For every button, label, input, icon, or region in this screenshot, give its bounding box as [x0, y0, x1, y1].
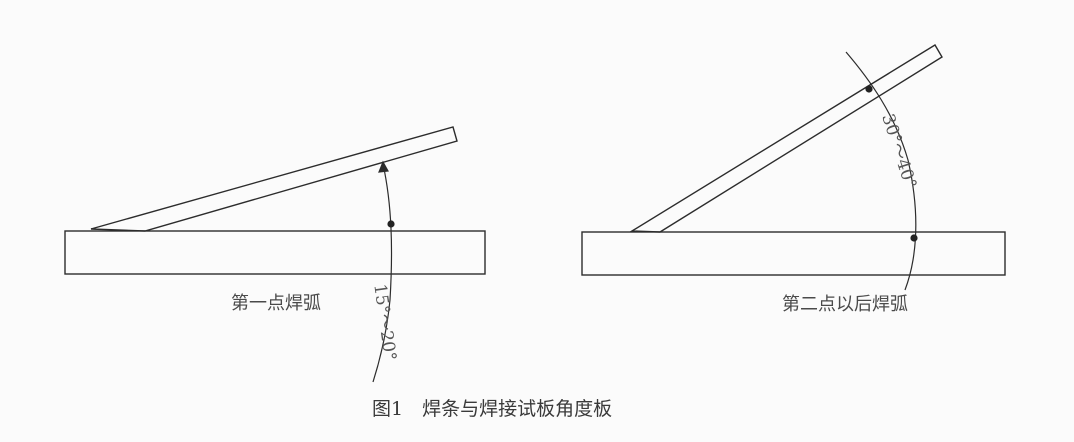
left-figure-caption: 第一点焊弧 — [231, 293, 321, 314]
left-angle-vertex-dot — [387, 220, 395, 228]
right-figure-caption: 第二点以后焊弧 — [782, 294, 908, 315]
right-angle-vertex-dot — [910, 234, 918, 242]
right-electrode — [629, 44, 943, 233]
right-electrode-contact-dot — [865, 85, 873, 93]
left-electrode — [90, 126, 458, 232]
left-angle-arc — [372, 163, 393, 383]
figure-caption: 图1 焊条与焊接试板角度板 — [372, 398, 613, 420]
right-base-plate — [581, 231, 1006, 276]
left-arc-arrowhead — [378, 160, 389, 173]
left-base-plate — [64, 230, 486, 275]
right-angle-arc — [845, 51, 917, 291]
